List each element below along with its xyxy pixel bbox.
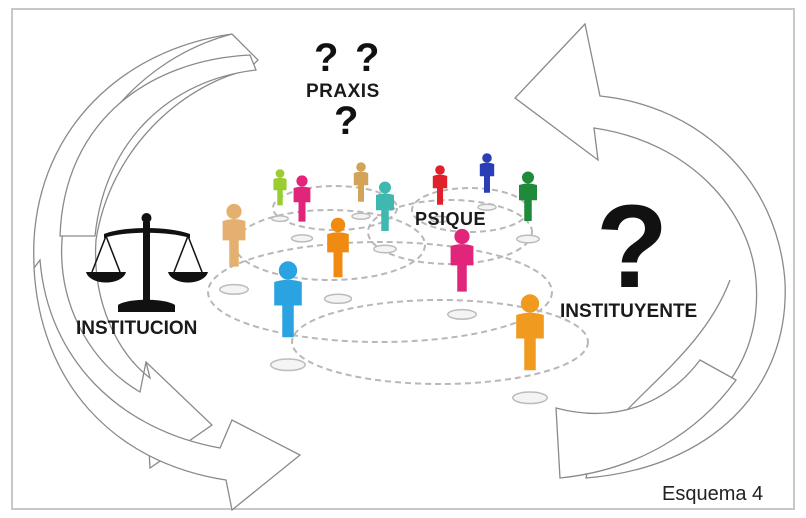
question-mark-large: ? bbox=[596, 181, 669, 313]
esquema-caption: Esquema 4 bbox=[662, 483, 764, 505]
scales-of-justice-icon bbox=[86, 213, 208, 312]
person-figure bbox=[219, 203, 249, 295]
person-figure bbox=[516, 171, 540, 244]
person-figure bbox=[351, 162, 371, 220]
person-figure bbox=[270, 261, 306, 372]
instituyente-label: INSTITUYENTE bbox=[560, 301, 698, 322]
people-group bbox=[219, 153, 548, 405]
person-figure bbox=[477, 153, 497, 211]
person-figure bbox=[447, 228, 477, 320]
person-figure bbox=[290, 175, 314, 243]
person-figure bbox=[373, 181, 397, 254]
psique-label: PSIQUE bbox=[415, 209, 487, 229]
left-arrow-upper-band bbox=[59, 54, 257, 237]
right-arrow-lower-band bbox=[555, 359, 737, 479]
question-mark-2: ? bbox=[355, 36, 380, 80]
person-figure bbox=[271, 169, 289, 223]
praxis-label: PRAXIS bbox=[306, 81, 380, 102]
person-figure bbox=[430, 165, 450, 223]
question-mark-3: ? bbox=[334, 99, 359, 143]
institucion-label: INSTITUCION bbox=[76, 318, 198, 339]
person-figure bbox=[512, 294, 548, 405]
left-arrow-lower-head bbox=[33, 258, 302, 512]
question-mark-1: ? bbox=[314, 36, 339, 80]
person-figure bbox=[323, 217, 353, 305]
network-links bbox=[207, 185, 589, 385]
